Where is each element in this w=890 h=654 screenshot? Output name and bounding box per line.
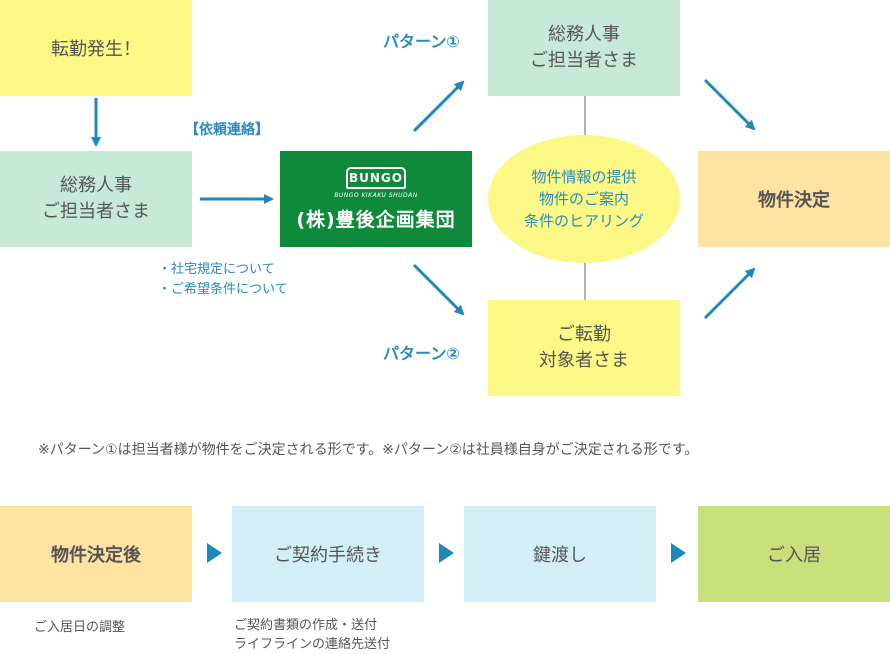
step-label: 物件決定後 bbox=[51, 545, 141, 566]
bungo-logo-mark: BUNGO bbox=[346, 166, 406, 189]
notes-list: ・社宅規定について ・ご希望条件について bbox=[158, 260, 288, 300]
step-label: ご契約手続き bbox=[274, 545, 382, 566]
hr-left-box: 総務人事 ご担当者さま bbox=[0, 151, 192, 247]
company-logo: BUNGO BUNGO KIKAKU SHUDAN (株)豊後企画集団 bbox=[280, 151, 472, 247]
arrow-company-to-transferee bbox=[412, 263, 465, 316]
step-contract: ご契約手続き bbox=[232, 506, 424, 602]
step-label: 鍵渡し bbox=[533, 545, 587, 566]
pattern2-label: パターン② bbox=[383, 344, 460, 363]
start-text: 転勤発生！ bbox=[51, 39, 141, 60]
note-item: ・ご希望条件について bbox=[158, 282, 288, 297]
note-item: ・社宅規定について bbox=[158, 262, 275, 277]
transferee-text: ご転勤 対象者さま bbox=[539, 324, 629, 371]
step-sub-text: ご契約書類の作成・送付 ライフラインの連絡先送付 bbox=[234, 618, 391, 652]
step-arrow-3 bbox=[671, 543, 686, 563]
hr-top-text: 総務人事 ご担当者さま bbox=[530, 24, 638, 71]
logo-company-name: (株)豊後企画集団 bbox=[296, 208, 456, 231]
step-arrow-1 bbox=[207, 543, 222, 563]
arrow-transferee-to-decision bbox=[703, 267, 756, 320]
logo-tagline: BUNGO KIKAKU SHUDAN bbox=[334, 191, 418, 199]
step-arrow-2 bbox=[439, 543, 454, 563]
decision-text: 物件決定 bbox=[758, 190, 830, 211]
request-label: 【依頼連絡】 bbox=[185, 122, 269, 138]
arrow-company-to-hr-top bbox=[412, 80, 465, 133]
pattern-note: ※パターン①は担当者様が物件をご決定される形です。※パターン②は社員様自身がご決… bbox=[38, 442, 699, 458]
hr-top-box: 総務人事 ご担当者さま bbox=[488, 0, 680, 96]
step-move-in: ご入居 bbox=[698, 506, 890, 602]
arrow-hr-top-to-decision bbox=[703, 78, 756, 131]
services-text: 物件情報の提供 物件のご案内 条件のヒアリング bbox=[523, 168, 644, 230]
hr-left-text: 総務人事 ご担当者さま bbox=[42, 175, 150, 222]
step-label: ご入居 bbox=[767, 545, 821, 566]
start-box: 転勤発生！ bbox=[0, 0, 192, 96]
step-key-handover: 鍵渡し bbox=[464, 506, 656, 602]
decision-box: 物件決定 bbox=[698, 151, 890, 247]
services-ellipse: 物件情報の提供 物件のご案内 条件のヒアリング bbox=[488, 135, 680, 263]
transferee-box: ご転勤 対象者さま bbox=[488, 300, 680, 396]
step-sub-text: ご入居日の調整 bbox=[34, 620, 126, 635]
pattern1-label: パターン① bbox=[383, 32, 460, 51]
logo-brand: BUNGO bbox=[349, 170, 403, 185]
step-move-in-after-decision: 物件決定後 bbox=[0, 506, 192, 602]
